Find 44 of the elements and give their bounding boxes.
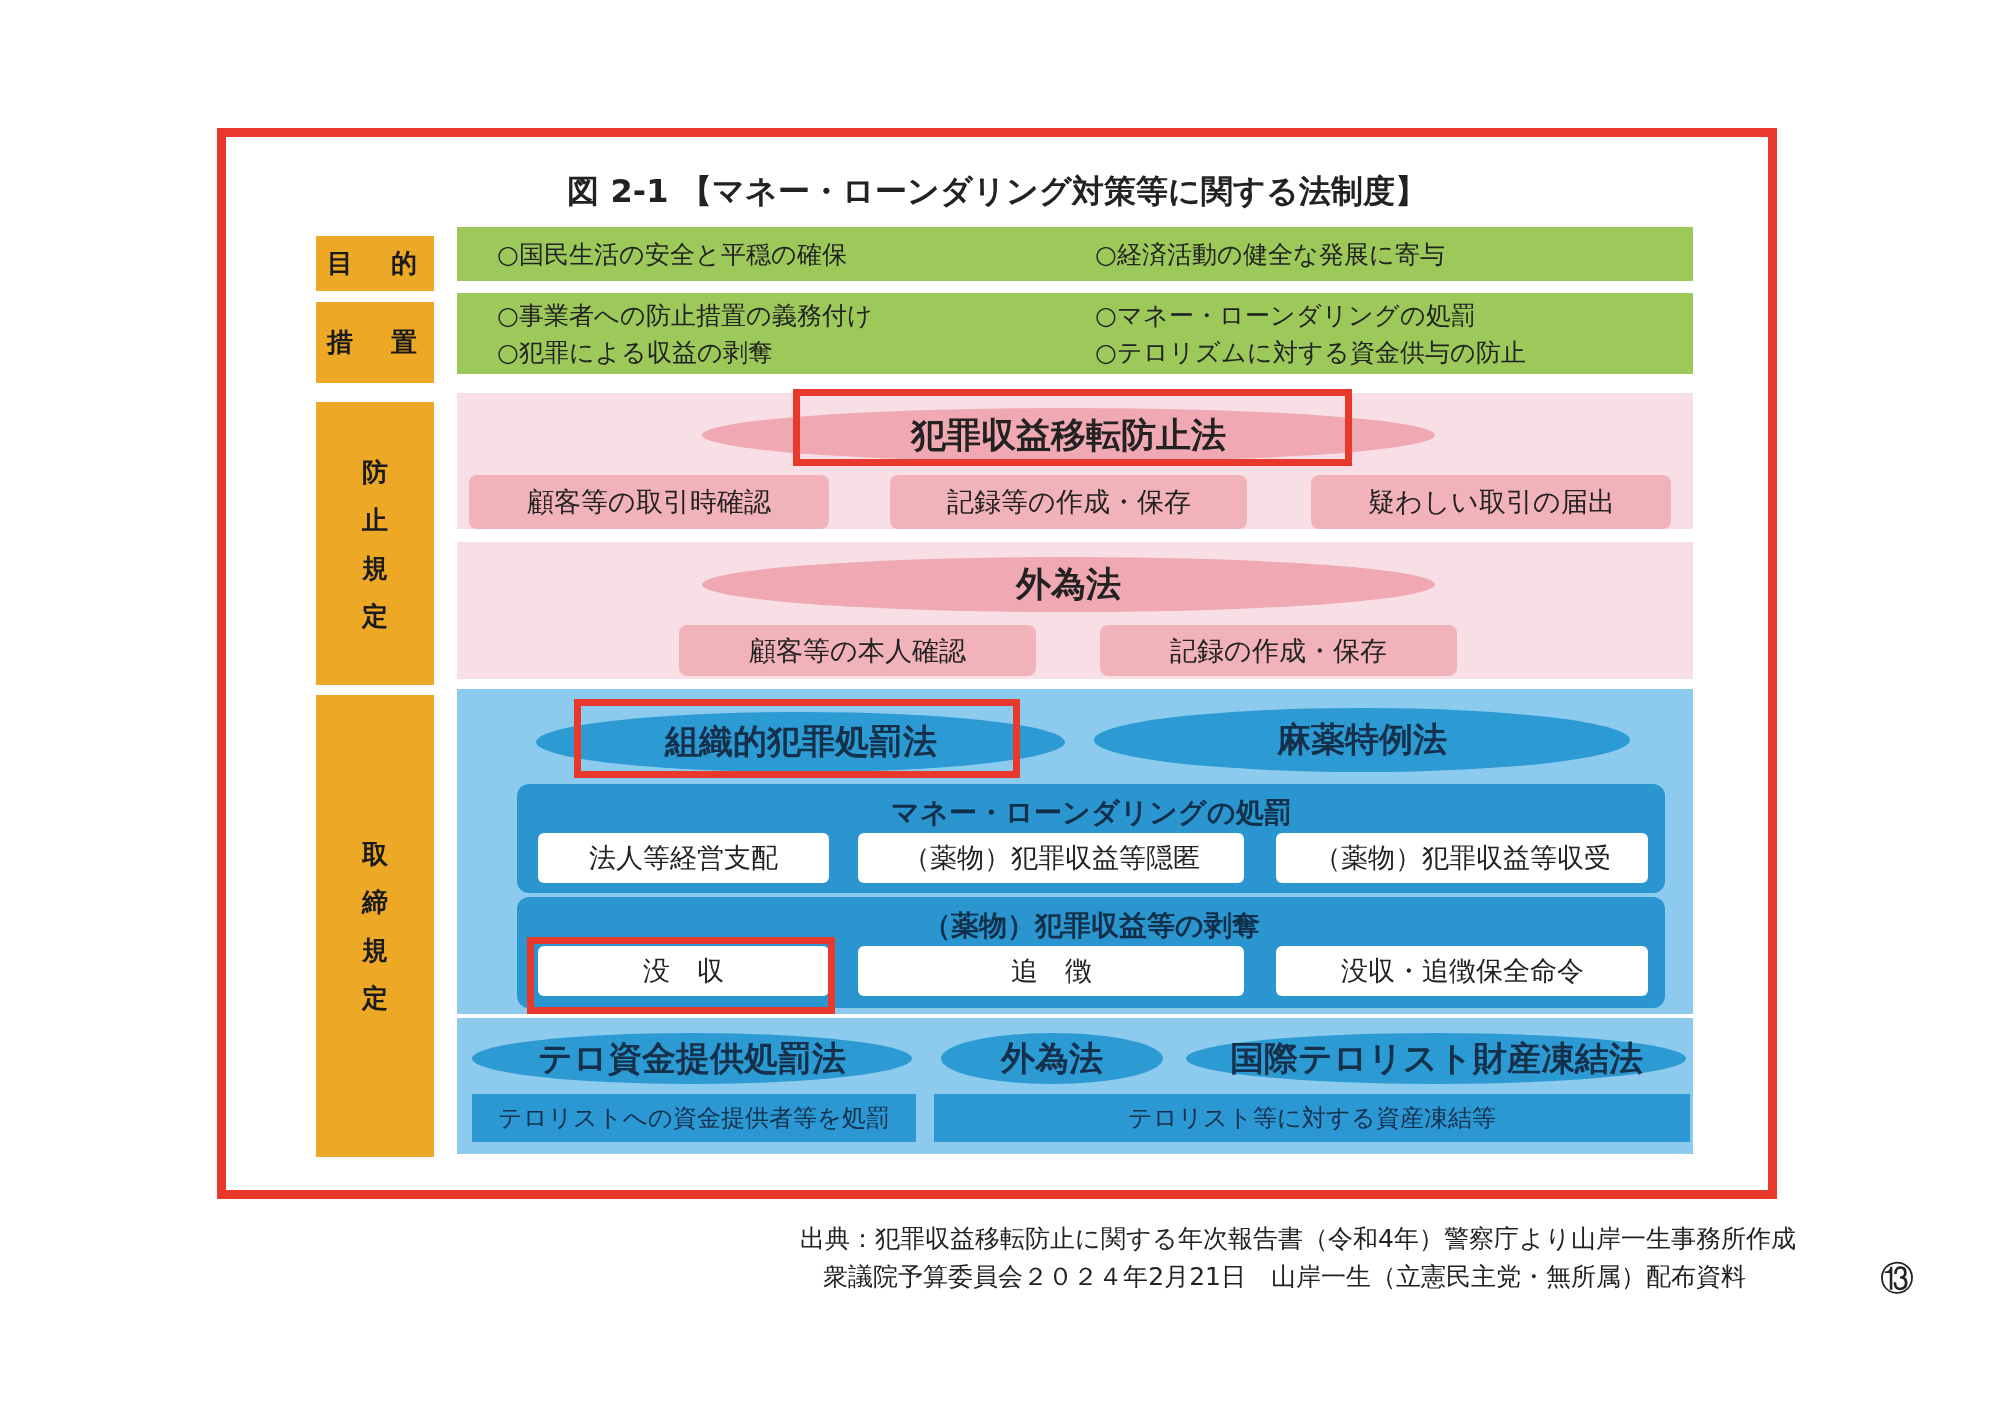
page-number: ⑬ (1880, 1257, 1914, 1300)
category-label: 目 的 (316, 236, 434, 291)
list-item: ○経済活動の健全な発展に寄与 (1095, 238, 1445, 271)
description-bar: テロリストへの資金提供者等を処罰 (472, 1094, 916, 1142)
item-box: 法人等経営支配 (538, 833, 829, 883)
panel-background (457, 1018, 1693, 1154)
law-ellipse: 国際テロリスト財産凍結法 (1186, 1033, 1686, 1084)
sub-panel (517, 784, 1665, 893)
category-label: 措 置 (316, 302, 434, 383)
item-box: 記録の作成・保存 (1100, 625, 1457, 676)
law-ellipse: 犯罪収益移転防止法 (702, 408, 1435, 462)
panel-title: マネー・ローンダリングの処罰 (889, 795, 1293, 831)
item-box: 追 徴 (858, 946, 1244, 996)
law-ellipse: 外為法 (702, 557, 1435, 612)
item-box: （薬物）犯罪収益等収受 (1276, 833, 1648, 883)
panel-background (457, 542, 1693, 679)
item-box: 顧客等の本人確認 (679, 625, 1036, 676)
law-ellipse: テロ資金提供処罰法 (472, 1033, 912, 1084)
list-item: ○事業者への防止措置の義務付け (497, 299, 873, 332)
law-ellipse: 外為法 (941, 1033, 1163, 1084)
law-ellipse: 麻薬特例法 (1094, 708, 1630, 772)
objective-band (457, 227, 1693, 281)
item-box: 没 収 (538, 946, 829, 996)
list-item: ○国民生活の安全と平穏の確保 (497, 238, 847, 271)
list-item: ○テロリズムに対する資金供与の防止 (1095, 336, 1526, 369)
sub-panel (517, 897, 1665, 1008)
category-label: 取締規定 (316, 695, 434, 1157)
source-note: 出典：犯罪収益移転防止に関する年次報告書（令和4年）警察庁より山岸一生事務所作成 (800, 1223, 1796, 1255)
diagram-title: 図 2-1 【マネー・ローンダリング対策等に関する法制度】 (566, 171, 1428, 212)
category-label: 防止規定 (316, 402, 434, 685)
panel-background (457, 393, 1693, 529)
measure-band (457, 293, 1693, 374)
item-box: （薬物）犯罪収益等隠匿 (858, 833, 1244, 883)
item-box: 顧客等の取引時確認 (469, 475, 829, 529)
panel-background (457, 689, 1693, 1014)
item-box: 没収・追徴保全命令 (1276, 946, 1648, 996)
item-box: 疑わしい取引の届出 (1311, 475, 1671, 529)
description-bar: テロリスト等に対する資産凍結等 (934, 1094, 1690, 1142)
item-box: 記録等の作成・保存 (890, 475, 1247, 529)
law-ellipse: 組織的犯罪処罰法 (536, 712, 1065, 772)
source-note: 衆議院予算委員会２０２４年2月21日 山岸一生（立憲民主党・無所属）配布資料 (823, 1261, 1746, 1293)
list-item: ○犯罪による収益の剥奪 (497, 336, 773, 369)
list-item: ○マネー・ローンダリングの処罰 (1095, 299, 1476, 332)
panel-title: （薬物）犯罪収益等の剥奪 (921, 908, 1261, 944)
